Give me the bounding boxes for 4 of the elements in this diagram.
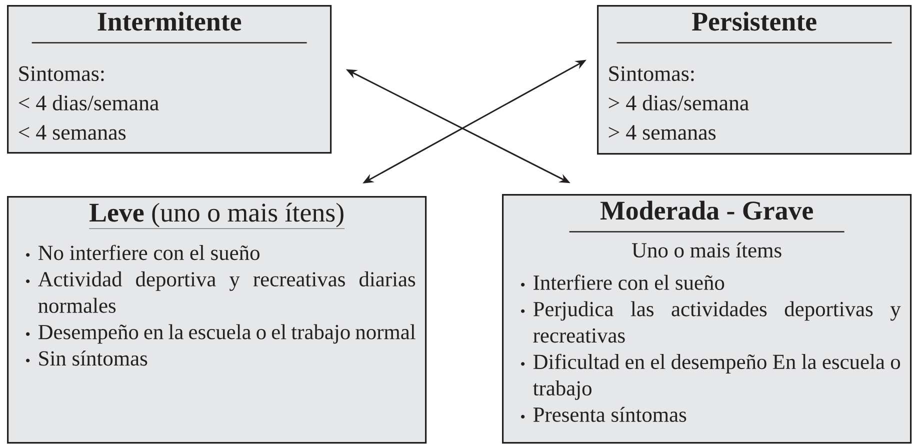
category-box: Moderada - Grave Uno o mais ítems Interfiere con el sueño Perjudica las actividades deportivas y recreativas Dificultad en el desempeño En la escuela o trabajo Presenta síntomas [502, 194, 912, 444]
category-box: Intermitente Sintomas: < 4 dias/semana < 4 semanas [7, 5, 332, 154]
category-box: Leve (uno o mais ítens) No interfiere con el sueño Actividad deportiva y recreativas diarias normales Desempeño en la escuela o el trabajo normal Sin síntomas [7, 196, 427, 444]
category-box: Persistente Sintomas: > 4 dias/semana > 4 semanas [597, 5, 912, 155]
